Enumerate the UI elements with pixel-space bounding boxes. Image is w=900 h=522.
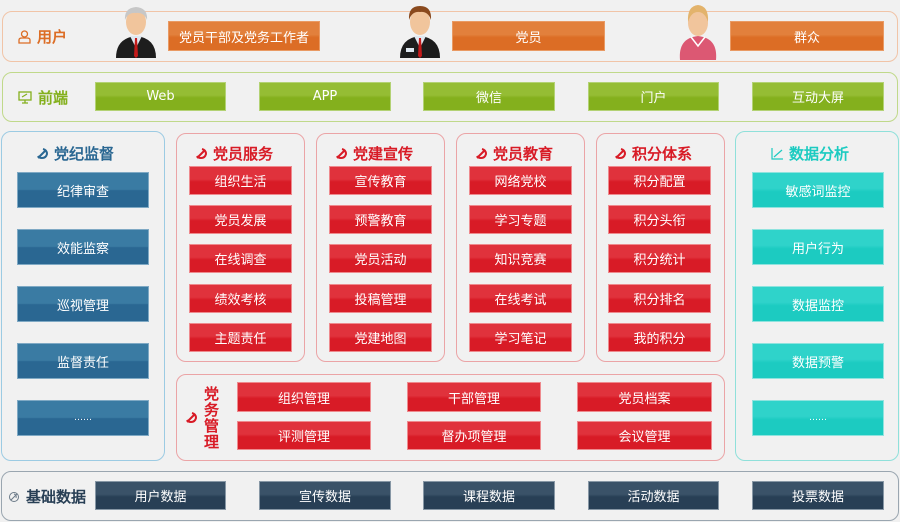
affairs-item[interactable]: 党员档案 — [577, 382, 712, 412]
module-item[interactable]: 积分统计 — [608, 244, 711, 273]
module-title: 党员服务 — [195, 143, 273, 164]
frontend-app-button[interactable]: APP — [259, 82, 391, 111]
party-emblem-icon — [196, 148, 208, 160]
party-emblem-icon — [186, 412, 198, 424]
monitor-icon — [18, 91, 32, 104]
frontend-web-button[interactable]: Web — [95, 82, 226, 111]
discipline-item[interactable]: 效能监察 — [17, 229, 149, 265]
user-type-member-button[interactable]: 党员 — [452, 21, 605, 51]
frontend-row-label: 前端 — [18, 87, 68, 108]
party-emblem-icon — [336, 148, 348, 160]
module-item[interactable]: 党建地图 — [329, 323, 432, 352]
party-emblem-icon — [37, 148, 49, 160]
analysis-title: 数据分析 — [771, 143, 849, 164]
base-data-item[interactable]: 用户数据 — [95, 481, 226, 510]
module-item[interactable]: 学习笔记 — [469, 323, 572, 352]
base-data-item[interactable]: 活动数据 — [588, 481, 719, 510]
frontend-portal-button[interactable]: 门户 — [588, 82, 719, 111]
module-item[interactable]: 在线考试 — [469, 284, 572, 313]
base-data-item[interactable]: 宣传数据 — [259, 481, 391, 510]
discipline-item[interactable]: 监督责任 — [17, 343, 149, 379]
female-avatar — [679, 5, 717, 60]
user-type-masses-button[interactable]: 群众 — [730, 21, 884, 51]
male-senior-avatar — [116, 7, 156, 58]
base-data-item[interactable]: 课程数据 — [423, 481, 555, 510]
analysis-item[interactable]: 敏感词监控 — [752, 172, 884, 208]
affairs-title: 党务管理 — [204, 385, 220, 451]
user-type-cadre-button[interactable]: 党员干部及党务工作者 — [168, 21, 320, 51]
module-item[interactable]: 知识竞赛 — [469, 244, 572, 273]
analysis-item[interactable]: 数据预警 — [752, 343, 884, 379]
database-icon — [9, 491, 19, 502]
base-data-row-label: 基础数据 — [8, 486, 86, 507]
affairs-item[interactable]: 组织管理 — [237, 382, 371, 412]
frontend-wechat-button[interactable]: 微信 — [423, 82, 555, 111]
analysis-item-more[interactable]: …… — [752, 400, 884, 436]
module-item[interactable]: 学习专题 — [469, 205, 572, 234]
analysis-item[interactable]: 用户行为 — [752, 229, 884, 265]
analysis-item[interactable]: 数据监控 — [752, 286, 884, 322]
module-item[interactable]: 组织生活 — [189, 166, 292, 195]
party-emblem-icon — [476, 148, 488, 160]
module-item[interactable]: 积分配置 — [608, 166, 711, 195]
module-item[interactable]: 党员发展 — [189, 205, 292, 234]
module-item[interactable]: 绩效考核 — [189, 284, 292, 313]
module-item[interactable]: 网络党校 — [469, 166, 572, 195]
module-item[interactable]: 主题责任 — [189, 323, 292, 352]
module-item[interactable]: 积分排名 — [608, 284, 711, 313]
discipline-item[interactable]: 巡视管理 — [17, 286, 149, 322]
user-icon — [18, 29, 31, 44]
module-item[interactable]: 我的积分 — [608, 323, 711, 352]
module-title: 党建宣传 — [335, 143, 413, 164]
affairs-item[interactable]: 评测管理 — [237, 421, 371, 450]
module-item[interactable]: 在线调查 — [189, 244, 292, 273]
module-title: 积分体系 — [614, 143, 692, 164]
users-row-label: 用户 — [18, 26, 67, 47]
affairs-item[interactable]: 干部管理 — [407, 382, 541, 412]
discipline-item-more[interactable]: …… — [17, 400, 149, 436]
module-item[interactable]: 宣传教育 — [329, 166, 432, 195]
affairs-item[interactable]: 督办项管理 — [407, 421, 541, 450]
discipline-item[interactable]: 纪律审查 — [17, 172, 149, 208]
base-data-item[interactable]: 投票数据 — [752, 481, 884, 510]
male-member-avatar — [400, 6, 440, 58]
module-item[interactable]: 积分头衔 — [608, 205, 711, 234]
module-item[interactable]: 党员活动 — [329, 244, 432, 273]
frontend-bigscreen-button[interactable]: 互动大屏 — [752, 82, 884, 111]
discipline-title: 党纪监督 — [36, 143, 114, 164]
affairs-item[interactable]: 会议管理 — [577, 421, 712, 450]
chart-icon — [771, 148, 783, 160]
module-item[interactable]: 预警教育 — [329, 205, 432, 234]
party-emblem-icon — [615, 148, 627, 160]
module-item[interactable]: 投稿管理 — [329, 284, 432, 313]
module-title: 党员教育 — [475, 143, 553, 164]
